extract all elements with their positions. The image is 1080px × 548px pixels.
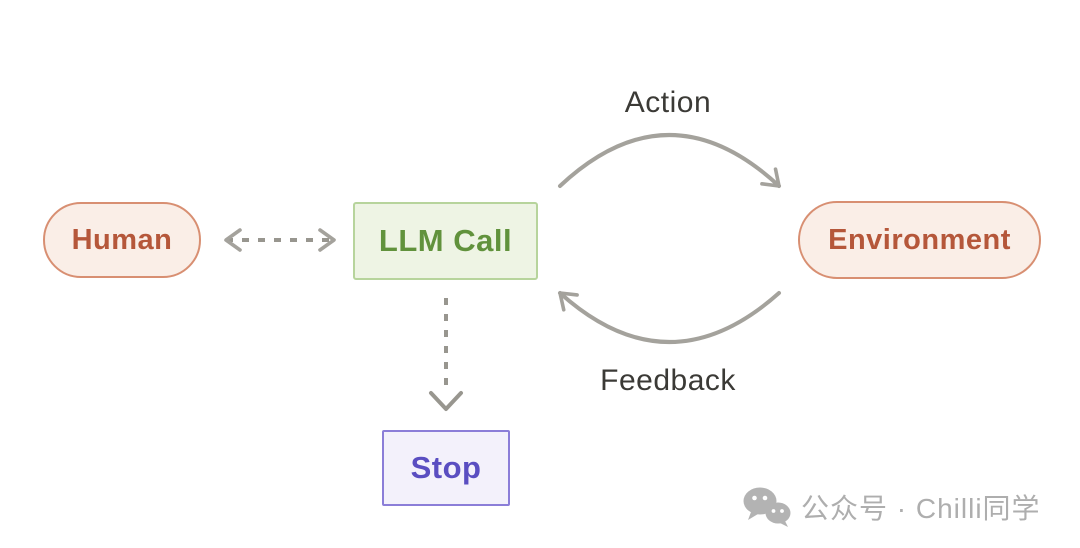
feedback-arrow (558, 291, 781, 344)
node-stop: Stop (382, 430, 510, 506)
action-arrow (558, 133, 781, 188)
node-human: Human (43, 202, 201, 278)
llm-stop-arrowhead (429, 391, 463, 411)
node-llm-call: LLM Call (353, 202, 538, 280)
watermark: 公众号 · Chilli同学 (742, 486, 1041, 528)
action-edge-label: Action (624, 86, 712, 119)
watermark-text: 公众号 · Chilli同学 (801, 493, 1041, 524)
feedback-edge-label: Feedback (600, 364, 736, 397)
node-environment: Environment (798, 201, 1041, 279)
wechat-icon (743, 487, 791, 527)
